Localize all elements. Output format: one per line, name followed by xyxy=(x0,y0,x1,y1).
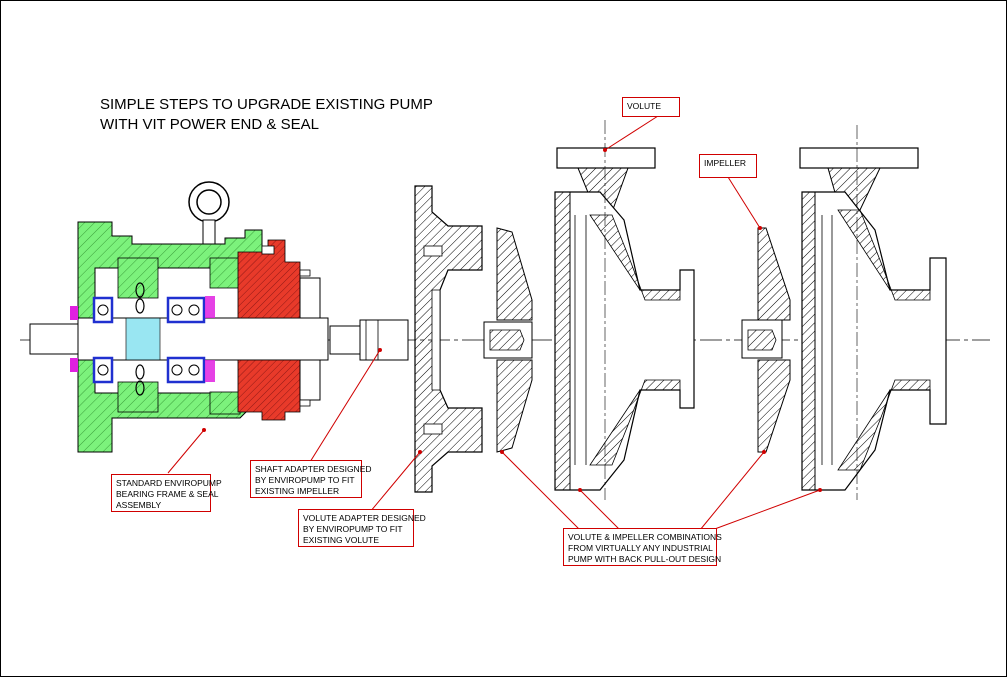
callout-volute-adapter-line-1: VOLUTE ADAPTER DESIGNED xyxy=(303,513,426,523)
callout-volute-line-1: VOLUTE xyxy=(627,101,662,111)
impeller-1 xyxy=(483,227,533,453)
volute-1 xyxy=(554,120,695,500)
callout-shaft-adapter-line-2: BY ENVIROPUMP TO FIT xyxy=(255,475,355,485)
shaft-adapter xyxy=(329,319,409,361)
callout-impeller: IMPELLER xyxy=(699,154,757,178)
seal-assembly xyxy=(237,239,321,421)
volute-adapter xyxy=(414,185,483,493)
title-line-2: WITH VIT POWER END & SEAL xyxy=(100,116,319,133)
callout-combinations: VOLUTE & IMPELLER COMBINATIONS FROM VIRT… xyxy=(563,528,722,566)
callout-bearing-frame-line-1: STANDARD ENVIROPUMP xyxy=(116,478,222,488)
callout-volute-adapter: VOLUTE ADAPTER DESIGNED BY ENVIROPUMP TO… xyxy=(298,509,426,547)
callout-shaft-adapter: SHAFT ADAPTER DESIGNED BY ENVIROPUMP TO … xyxy=(250,460,372,498)
callout-combinations-line-3: PUMP WITH BACK PULL-OUT DESIGN xyxy=(568,554,722,564)
callout-combinations-line-1: VOLUTE & IMPELLER COMBINATIONS xyxy=(568,532,722,542)
diagram-title: SIMPLE STEPS TO UPGRADE EXISTING PUMP WI… xyxy=(100,95,433,135)
leader-lines xyxy=(167,115,821,531)
callout-volute: VOLUTE xyxy=(622,97,680,117)
impeller-2 xyxy=(741,227,791,453)
leader-dots xyxy=(202,148,822,492)
callout-shaft-adapter-line-1: SHAFT ADAPTER DESIGNED xyxy=(255,464,372,474)
callout-volute-adapter-line-3: EXISTING VOLUTE xyxy=(303,535,380,545)
callout-bearing-frame-line-2: BEARING FRAME & SEAL xyxy=(116,489,219,499)
callout-bearing-frame: STANDARD ENVIROPUMP BEARING FRAME & SEAL… xyxy=(111,474,222,512)
callout-combinations-line-2: FROM VIRTUALLY ANY INDUSTRIAL xyxy=(568,543,713,553)
volute-2 xyxy=(799,125,947,500)
callout-impeller-line-1: IMPELLER xyxy=(704,158,747,168)
callout-bearing-frame-line-3: ASSEMBLY xyxy=(116,500,162,510)
callout-volute-adapter-line-2: BY ENVIROPUMP TO FIT xyxy=(303,524,403,534)
title-line-1: SIMPLE STEPS TO UPGRADE EXISTING PUMP xyxy=(100,96,433,113)
callout-shaft-adapter-line-3: EXISTING IMPELLER xyxy=(255,486,340,496)
bearing-frame xyxy=(29,181,329,453)
